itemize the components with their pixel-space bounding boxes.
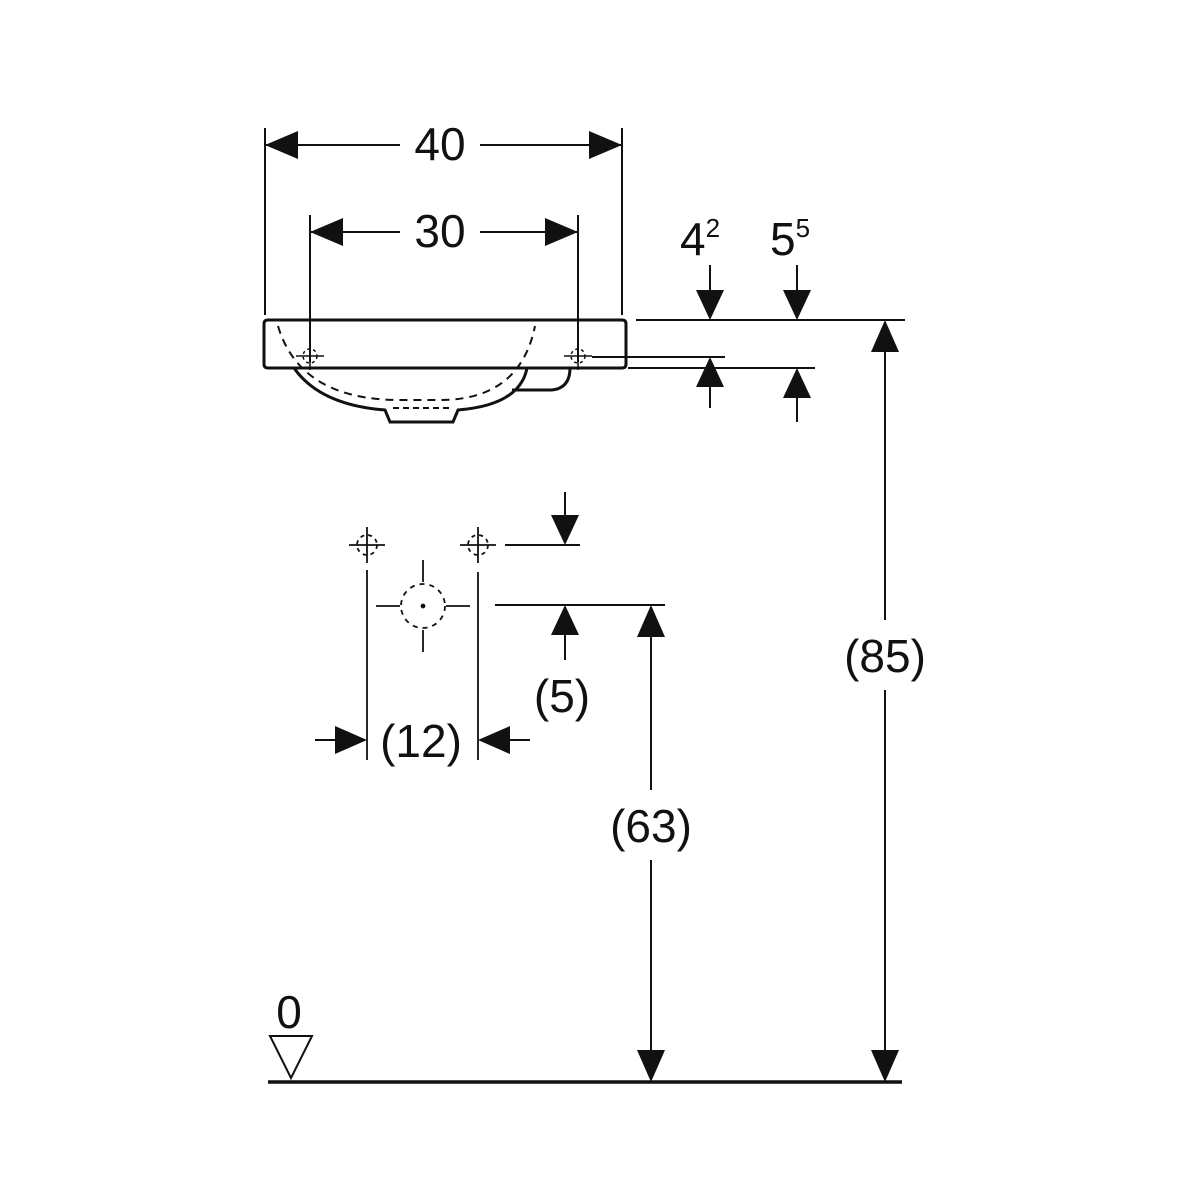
height-63-dimension: [495, 604, 665, 1082]
tap-offset-5-dimension: [505, 492, 580, 660]
label-5: (5): [534, 670, 590, 722]
label-30: 30: [414, 205, 465, 257]
floor-level: [268, 1035, 902, 1084]
label-40: 40: [414, 118, 465, 170]
width-30-dimension: [309, 215, 579, 362]
label-5-5: 55: [770, 213, 810, 265]
supply-connections: [349, 527, 496, 760]
label-5-base: 5: [770, 213, 796, 265]
label-4-base: 4: [680, 213, 706, 265]
label-63: (63): [610, 800, 692, 852]
tap-connection-left-icon: [349, 527, 385, 563]
label-4-sup: 2: [706, 213, 720, 243]
label-85: (85): [844, 630, 926, 682]
tap-hole-right-icon: [564, 345, 592, 370]
tap-spacing-12-dimension: [315, 726, 530, 754]
rim-dimensions: [592, 265, 905, 422]
drain-connection-icon: [376, 560, 470, 652]
width-40-dimension: [264, 128, 623, 315]
tap-hole-left-icon: [296, 345, 324, 370]
tap-connection-right-icon: [460, 527, 496, 563]
label-floor-0: 0: [276, 986, 302, 1038]
label-4-2: 42: [680, 213, 720, 265]
label-5-sup: 5: [796, 213, 810, 243]
label-12: (12): [380, 715, 462, 767]
height-85-dimension: [871, 320, 899, 1082]
washbasin-side-view: [262, 318, 628, 424]
